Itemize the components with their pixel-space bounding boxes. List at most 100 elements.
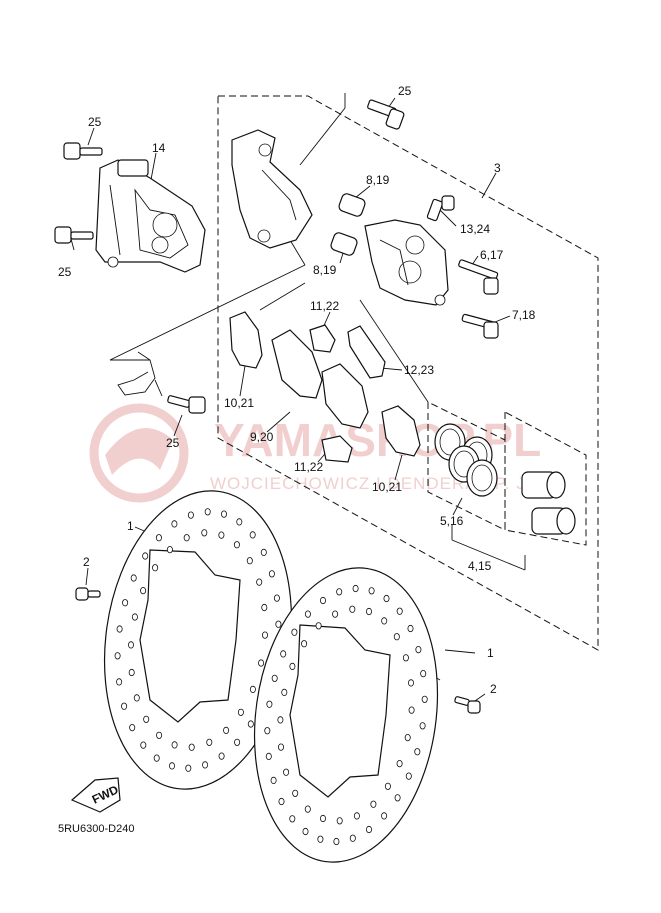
disc-right-drill-hole (270, 776, 277, 785)
disc-right-drill-hole (384, 782, 391, 790)
disc-right-drill-hole (349, 834, 356, 842)
disc-right-drill-hole (415, 645, 422, 654)
callout-2-right: 2 (490, 682, 497, 696)
disc-left-drill-hole (140, 741, 147, 749)
disc-right-drill-hole (283, 768, 290, 776)
disc-right-drill-hole (292, 789, 299, 797)
callout-5-16: 5,16 (440, 514, 464, 528)
disc-left-drill-hole (218, 531, 225, 539)
slide-pin-8-19-bottom (330, 232, 358, 256)
disc-right-drill-hole (301, 640, 308, 648)
fwd-arrow-icon: FWD (70, 777, 121, 813)
disc-right-drill-hole (304, 610, 311, 618)
disc-right-drill-hole (407, 679, 414, 687)
callout-2-left: 2 (83, 555, 90, 569)
pistons-4-15 (521, 471, 576, 535)
disc-left-drill-hole (249, 685, 256, 694)
callout-25-top: 25 (398, 84, 412, 98)
disc-left-drill-hole (185, 764, 192, 772)
bolt-7-18 (461, 313, 499, 339)
disc-left-drill-hole (183, 534, 190, 542)
disc-right-drill-hole (383, 594, 390, 603)
disc-right-drill-hole (381, 617, 388, 625)
disc-left-drill-hole (256, 578, 263, 586)
disc-left-drill-hole (268, 570, 275, 578)
disc-left-drill-hole (143, 715, 150, 723)
disc-right-drill-hole (289, 815, 296, 823)
disc-right-drill-hole (281, 688, 288, 697)
disc-left-drill-hole (131, 613, 138, 621)
disc-left-drill-hole (142, 552, 149, 560)
disc-right-drill-hole (414, 748, 421, 756)
disc-right-drill-hole (405, 772, 412, 780)
pad-shim-12-23 (347, 325, 386, 379)
disc-right-drill-hole (352, 584, 359, 593)
disc-left-drill-hole (206, 738, 213, 746)
disc-left-drill-hole (114, 652, 121, 660)
callout-6-17: 6,17 (480, 248, 504, 262)
callout-8-19-bottom: 8,19 (313, 263, 337, 277)
disc-left-drill-hole (166, 545, 173, 554)
disc-left-drill-hole (237, 708, 244, 716)
disc-left-drill-hole (116, 678, 123, 686)
bolt-25-left-bottom (54, 226, 94, 244)
caliper-3 (364, 219, 449, 306)
bolt-6-17 (458, 259, 499, 295)
brake-disc-left (103, 490, 293, 790)
callout-25-left-bottom: 25 (58, 265, 72, 279)
piston-seals-5-16 (434, 423, 498, 497)
brake-pad-9-20 (271, 329, 369, 429)
brake-pad-10-21-left (229, 311, 263, 369)
disc-left-drill-hole (128, 668, 135, 677)
disc-screw-right (454, 696, 481, 714)
pad-spring-11-22-bottom (321, 435, 353, 463)
callout-14: 14 (152, 141, 166, 155)
disc-left-drill-hole (275, 620, 282, 628)
disc-left-drill-hole (218, 752, 225, 760)
disc-left-drill-hole (247, 720, 254, 728)
disc-left-drill-hole (140, 586, 147, 595)
piston-seal-group-box (427, 401, 506, 531)
disc-left-drill-hole (156, 731, 163, 739)
disc-left-drill-hole (201, 529, 208, 537)
callout-25-left-top: 25 (88, 115, 102, 129)
disc-left-drill-hole (130, 574, 137, 582)
disc-left-drill-hole (121, 702, 128, 710)
disc-left-drill-hole (129, 723, 136, 732)
disc-right-drill-hole (291, 628, 298, 636)
disc-left-drill-hole (171, 741, 178, 749)
disc-right-drill-hole (381, 812, 388, 820)
disc-right-drill-hole (289, 662, 296, 671)
callout-1-right: 1 (487, 646, 494, 660)
disc-left-drill-hole (233, 541, 240, 549)
disc-left-drill-hole (153, 754, 160, 762)
caliper-14 (95, 159, 206, 273)
pad-pin-clip (117, 351, 163, 397)
disc-right-drill-hole (396, 607, 403, 615)
caliper-assembly-boundary (217, 95, 599, 651)
disc-left-drill-hole (260, 548, 267, 557)
disc-right-drill-hole (336, 817, 343, 825)
caliper-bracket (231, 129, 313, 249)
disc-right-drill-hole (408, 706, 415, 714)
disc-right-drill-hole (365, 825, 372, 834)
callout-8-19-top: 8,19 (366, 173, 390, 187)
callout-7-18: 7,18 (512, 308, 536, 322)
callout-labels: 25 25 14 25 3 8,19 13,24 8,19 6,17 7,18 … (58, 84, 536, 696)
callout-12-23: 12,23 (404, 363, 434, 377)
disc-left-drill-hole (220, 510, 227, 518)
callout-4-15: 4,15 (468, 559, 492, 573)
callout-11-22-top: 11,22 (310, 299, 339, 313)
disc-left-drill-hole (261, 603, 268, 612)
disc-left-drill-hole (261, 631, 268, 639)
callout-25-mid: 25 (166, 436, 180, 450)
bolt-25-top (367, 99, 405, 130)
disc-right-drill-hole (419, 722, 426, 730)
disc-left-drill-hole (122, 599, 129, 607)
disc-left-drill-hole (133, 694, 140, 702)
disc-right-drill-hole (421, 695, 428, 703)
slide-pin-8-19-top (338, 193, 366, 217)
disc-left-drill-hole (171, 520, 178, 528)
disc-left-drill-hole (155, 534, 162, 542)
disc-right-drill-hole (393, 633, 400, 641)
